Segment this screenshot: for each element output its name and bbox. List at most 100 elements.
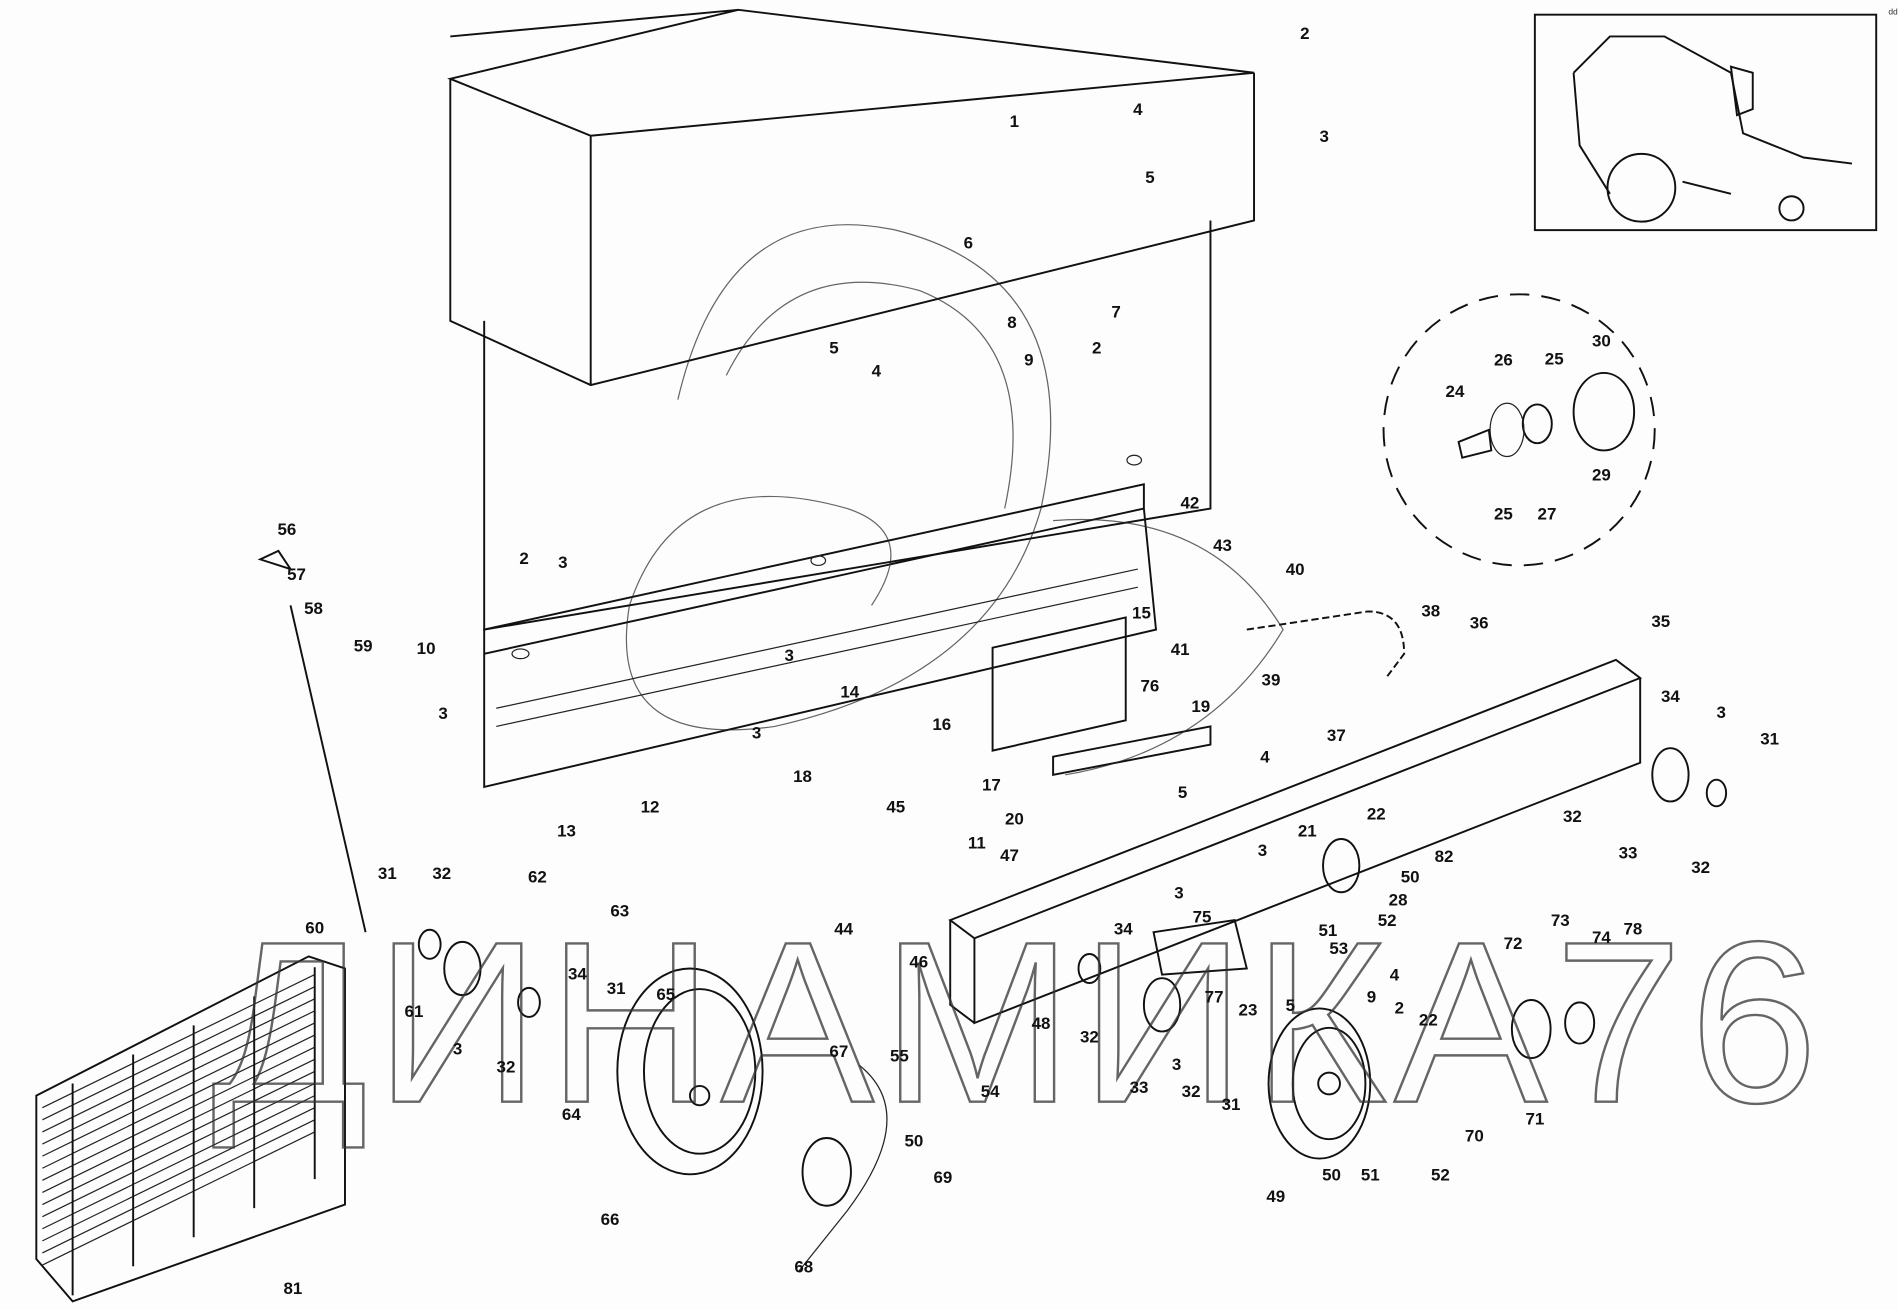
grid-bar — [42, 1046, 315, 1181]
pulley-66 — [616, 967, 764, 1176]
logo-swirl-watermark — [625, 224, 1284, 776]
part-label-62: 62 — [528, 868, 547, 887]
part-label-73: 73 — [1551, 911, 1570, 930]
part-label-72: 72 — [1504, 934, 1523, 953]
part-label-48: 48 — [1032, 1014, 1051, 1033]
part-label-56: 56 — [277, 520, 296, 539]
part-label-22: 22 — [1367, 805, 1386, 824]
part-label-27: 27 — [1538, 504, 1557, 523]
part-label-16: 16 — [932, 715, 951, 734]
part-label-31: 31 — [607, 979, 626, 998]
part-label-46: 46 — [909, 952, 928, 971]
part-label-9: 9 — [1367, 987, 1376, 1006]
grid-bar — [42, 1131, 315, 1266]
part-label-35: 35 — [1651, 612, 1670, 631]
part-label-26: 26 — [1494, 351, 1513, 370]
part-label-32: 32 — [432, 864, 451, 883]
part-label-70: 70 — [1465, 1127, 1484, 1146]
part-label-32: 32 — [497, 1058, 516, 1077]
grid-bar — [42, 1082, 315, 1218]
part-label-49: 49 — [1266, 1187, 1285, 1206]
part-label-5: 5 — [1145, 168, 1154, 187]
part-label-3: 3 — [752, 724, 761, 743]
part-label-65: 65 — [656, 985, 675, 1004]
part-label-61: 61 — [405, 1002, 424, 1021]
part-label-53: 53 — [1329, 939, 1348, 958]
part-label-60: 60 — [305, 918, 324, 937]
part-label-3: 3 — [453, 1039, 462, 1058]
part-label-52: 52 — [1378, 911, 1397, 930]
part-label-24: 24 — [1446, 382, 1465, 401]
grid-bar — [42, 1107, 315, 1242]
part-label-47: 47 — [1000, 846, 1019, 865]
part-label-31: 31 — [378, 864, 397, 883]
part-label-17: 17 — [982, 776, 1001, 795]
part-label-51: 51 — [1318, 921, 1337, 940]
part-label-2: 2 — [1300, 24, 1309, 43]
thumbnail-caption: ddd — [1888, 7, 1898, 17]
part-label-33: 33 — [1619, 843, 1638, 862]
part-label-22: 22 — [1419, 1010, 1438, 1029]
part-label-18: 18 — [793, 767, 812, 786]
part-label-50: 50 — [904, 1131, 923, 1150]
part-label-3: 3 — [558, 553, 567, 572]
part-label-32: 32 — [1182, 1082, 1201, 1101]
part-label-3: 3 — [785, 646, 794, 665]
part-label-51: 51 — [1361, 1165, 1380, 1184]
part-label-59: 59 — [354, 636, 373, 655]
part-label-41: 41 — [1171, 640, 1190, 659]
part-label-4: 4 — [1390, 966, 1400, 985]
chain-38 — [1246, 610, 1406, 679]
part-label-50: 50 — [1322, 1165, 1341, 1184]
part-label-33: 33 — [1130, 1078, 1149, 1097]
part-label-34: 34 — [1114, 920, 1133, 939]
part-label-76: 76 — [1141, 676, 1160, 695]
part-label-3: 3 — [438, 704, 447, 723]
part-label-2: 2 — [1395, 998, 1404, 1017]
part-label-5: 5 — [1178, 783, 1187, 802]
part-label-77: 77 — [1205, 987, 1224, 1006]
part-label-75: 75 — [1193, 908, 1212, 927]
part-label-37: 37 — [1327, 726, 1346, 745]
part-label-58: 58 — [304, 599, 323, 618]
part-label-63: 63 — [610, 901, 629, 920]
main-beam — [948, 658, 1643, 1025]
part-label-3: 3 — [1717, 703, 1726, 722]
part-label-19: 19 — [1191, 697, 1210, 716]
part-label-36: 36 — [1470, 613, 1489, 632]
part-label-20: 20 — [1005, 809, 1024, 828]
part-label-57: 57 — [287, 565, 306, 584]
part-label-40: 40 — [1286, 560, 1305, 579]
part-label-64: 64 — [562, 1105, 581, 1124]
part-label-1: 1 — [1010, 112, 1019, 131]
part-label-71: 71 — [1525, 1110, 1544, 1129]
thumbnail-baler — [1533, 13, 1878, 232]
part-label-55: 55 — [890, 1047, 909, 1066]
part-label-32: 32 — [1080, 1027, 1099, 1046]
part-label-25: 25 — [1494, 504, 1513, 523]
part-label-5: 5 — [829, 339, 838, 358]
part-label-3: 3 — [1320, 127, 1329, 146]
part-label-23: 23 — [1239, 1001, 1258, 1020]
part-label-74: 74 — [1592, 928, 1611, 947]
detail-circle — [1382, 293, 1656, 567]
part-label-81: 81 — [284, 1279, 303, 1298]
grid-bar — [42, 1034, 315, 1169]
pulley-49 — [1267, 1007, 1372, 1160]
part-label-25: 25 — [1545, 349, 1564, 368]
part-label-11: 11 — [968, 834, 986, 853]
screen-grid-81 — [35, 955, 346, 1303]
part-label-54: 54 — [981, 1082, 1000, 1101]
part-label-10: 10 — [417, 639, 436, 658]
part-label-5: 5 — [1286, 996, 1295, 1015]
part-label-29: 29 — [1592, 466, 1611, 485]
hopper-box — [447, 8, 1256, 631]
part-label-4: 4 — [1260, 748, 1270, 767]
bearings — [417, 747, 1728, 1060]
part-label-39: 39 — [1262, 670, 1281, 689]
part-label-2: 2 — [519, 549, 528, 568]
part-label-3: 3 — [1172, 1055, 1181, 1074]
part-label-31: 31 — [1760, 730, 1779, 749]
part-label-44: 44 — [834, 920, 853, 939]
